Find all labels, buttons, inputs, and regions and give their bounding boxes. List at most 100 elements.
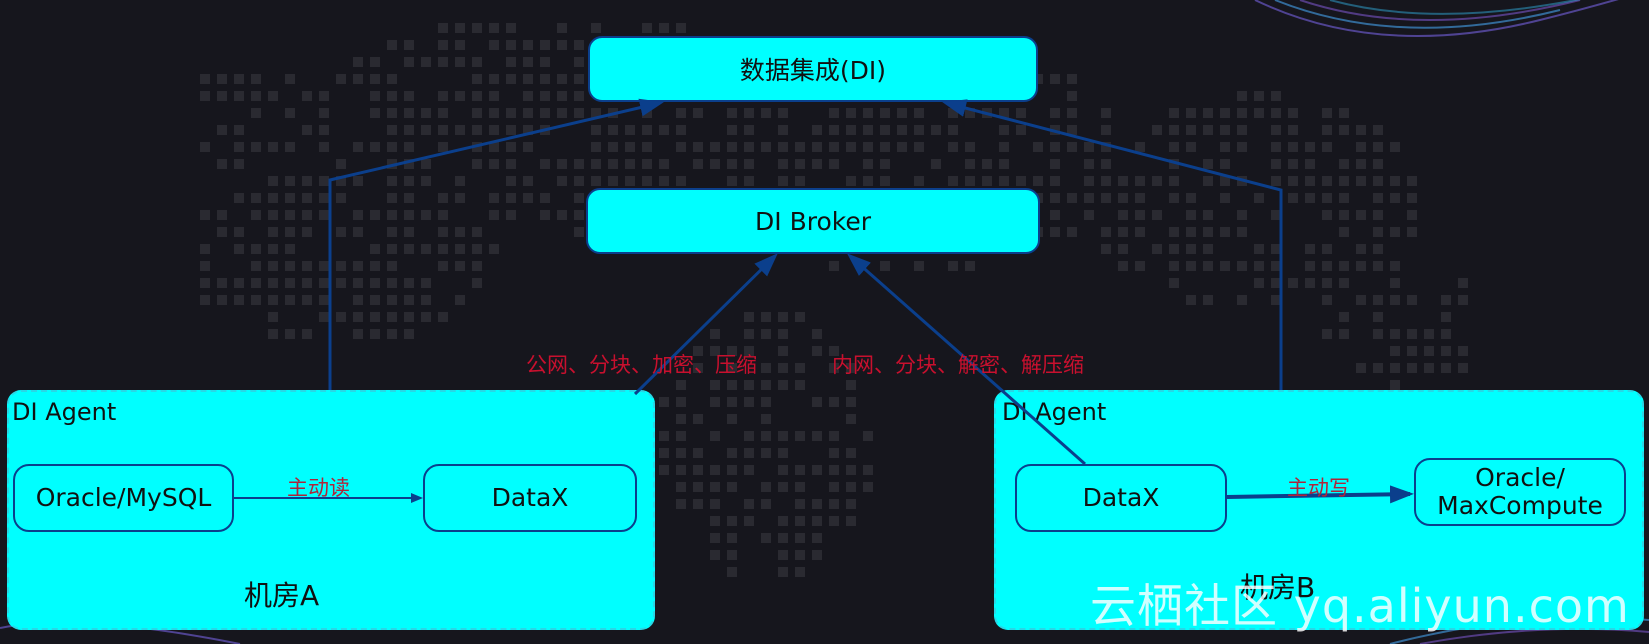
map-dot: [370, 108, 380, 118]
map-dot: [404, 159, 414, 169]
map-dot: [438, 142, 448, 152]
map-dot: [472, 74, 482, 84]
map-dot: [268, 227, 278, 237]
map-dot: [693, 482, 703, 492]
map-dot: [863, 482, 873, 492]
map-dot: [676, 142, 686, 152]
map-dot: [1050, 108, 1060, 118]
map-dot: [1373, 227, 1383, 237]
map-dot: [1441, 346, 1451, 356]
map-dot: [1407, 227, 1417, 237]
map-dot: [200, 210, 210, 220]
map-dot: [659, 125, 669, 135]
map-dot: [234, 278, 244, 288]
map-dot: [574, 227, 584, 237]
map-dot: [880, 108, 890, 118]
map-dot: [1441, 363, 1451, 373]
map-dot: [659, 448, 669, 458]
map-dot: [1203, 176, 1213, 186]
map-dot: [387, 312, 397, 322]
map-dot: [1373, 193, 1383, 203]
map-dot: [829, 431, 839, 441]
map-dot: [931, 125, 941, 135]
map-dot: [251, 295, 261, 305]
map-dot: [285, 329, 295, 339]
map-dot: [353, 329, 363, 339]
map-dot: [744, 448, 754, 458]
map-dot: [1424, 329, 1434, 339]
map-dot: [608, 176, 618, 186]
map-dot: [1356, 210, 1366, 220]
map-dot: [659, 176, 669, 186]
map-dot: [846, 380, 856, 390]
map-dot: [438, 244, 448, 254]
map-dot: [1407, 346, 1417, 356]
map-dot: [676, 414, 686, 424]
map-dot: [387, 40, 397, 50]
map-dot: [982, 159, 992, 169]
map-dot: [1271, 244, 1281, 254]
map-dot: [506, 74, 516, 84]
map-dot: [353, 227, 363, 237]
map-dot: [268, 176, 278, 186]
map-dot: [336, 227, 346, 237]
map-dot: [608, 159, 618, 169]
map-dot: [404, 227, 414, 237]
map-dot: [1169, 159, 1179, 169]
map-dot: [438, 40, 448, 50]
map-dot: [540, 40, 550, 50]
map-dot: [863, 159, 873, 169]
map-dot: [319, 210, 329, 220]
map-dot: [387, 278, 397, 288]
map-dot: [1424, 346, 1434, 356]
map-dot: [744, 465, 754, 475]
map-dot: [778, 533, 788, 543]
map-dot: [1271, 278, 1281, 288]
map-dot: [727, 567, 737, 577]
map-dot: [1101, 176, 1111, 186]
map-dot: [693, 108, 703, 118]
map-dot: [914, 142, 924, 152]
map-dot: [404, 210, 414, 220]
map-dot: [1016, 108, 1026, 118]
map-dot: [1356, 159, 1366, 169]
map-dot: [676, 23, 686, 33]
room-b-name: 机房B: [1240, 571, 1316, 604]
map-dot: [285, 142, 295, 152]
map-dot: [540, 57, 550, 67]
map-dot: [217, 295, 227, 305]
map-dot: [829, 261, 839, 271]
map-dot: [1441, 295, 1451, 305]
map-dot: [217, 125, 227, 135]
map-dot: [421, 312, 431, 322]
map-dot: [778, 431, 788, 441]
map-dot: [251, 193, 261, 203]
map-dot: [489, 210, 499, 220]
map-dot: [336, 193, 346, 203]
map-dot: [557, 176, 567, 186]
map-dot: [455, 193, 465, 203]
map-dot: [1050, 125, 1060, 135]
map-dot: [948, 142, 958, 152]
map-dot: [1322, 210, 1332, 220]
map-dot: [727, 159, 737, 169]
map-dot: [1407, 363, 1417, 373]
map-dot: [812, 431, 822, 441]
map-dot: [1390, 380, 1400, 390]
map-dot: [285, 193, 295, 203]
map-dot: [1271, 125, 1281, 135]
map-dot: [404, 312, 414, 322]
map-dot: [829, 482, 839, 492]
map-dot: [659, 159, 669, 169]
map-dot: [489, 193, 499, 203]
map-dot: [438, 57, 448, 67]
map-dot: [591, 159, 601, 169]
map-dot: [472, 23, 482, 33]
map-dot: [336, 74, 346, 84]
map-dot: [795, 176, 805, 186]
map-dot: [863, 125, 873, 135]
map-dot: [1050, 210, 1060, 220]
map-dot: [285, 261, 295, 271]
map-dot: [302, 193, 312, 203]
map-dot: [1373, 176, 1383, 186]
